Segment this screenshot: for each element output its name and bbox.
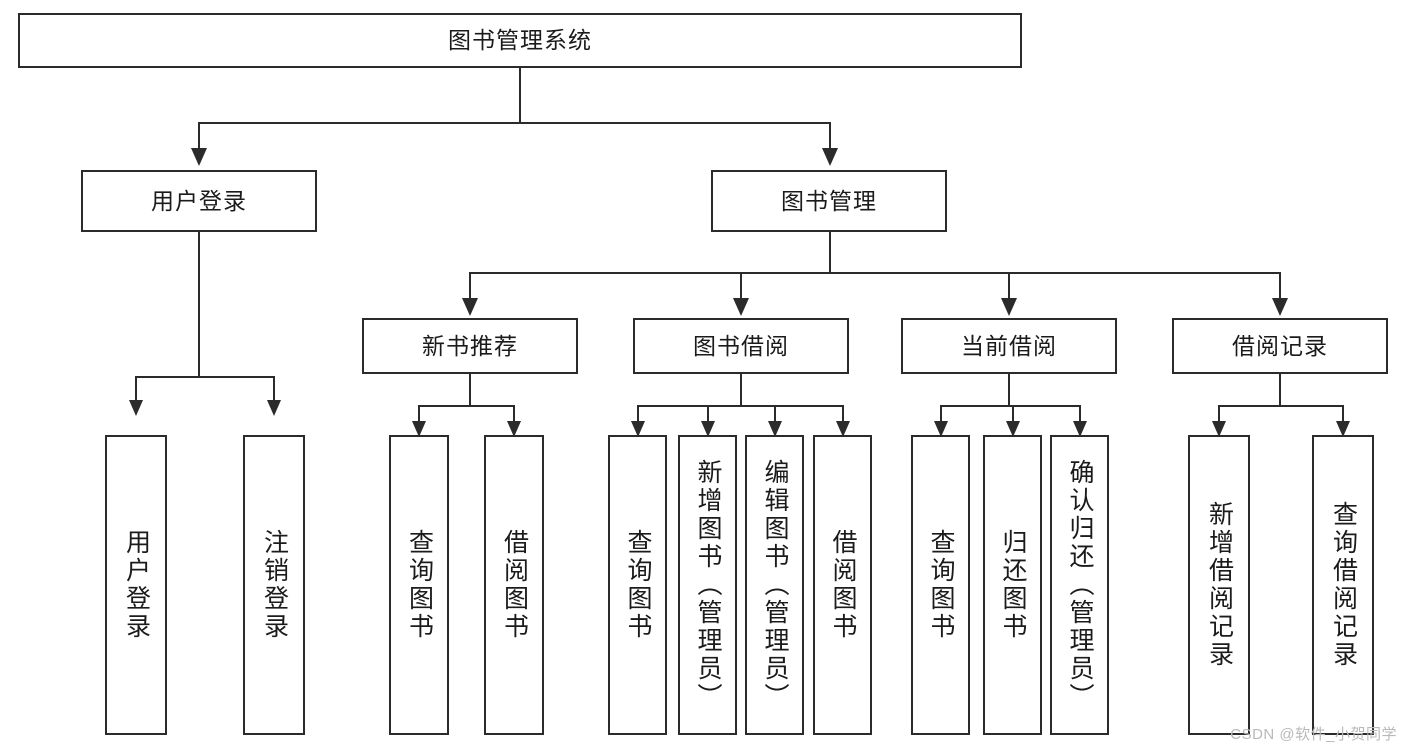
leaf-add-book-admin[interactable]: 新增图书（管理员） — [678, 435, 737, 735]
node-label: 用户登录 — [122, 529, 151, 641]
connector-drop-book-borrow — [740, 272, 742, 300]
connector-borrow-records-bus — [1218, 405, 1343, 407]
arrowhead-leaf-edit-book — [768, 421, 782, 437]
connector-new-book-rec-trunk — [469, 374, 471, 405]
node-label: 借阅图书 — [829, 529, 857, 641]
node-label: 借阅记录 — [1232, 332, 1328, 359]
arrowhead-leaf-query-record — [1336, 421, 1350, 437]
node-label: 注销登录 — [260, 529, 289, 641]
arrowhead-current-borrow — [1001, 298, 1017, 316]
connector-drop-borrow-records — [1279, 272, 1281, 300]
leaf-query-book-current[interactable]: 查询图书 — [911, 435, 970, 735]
connector-book-management-trunk — [829, 232, 831, 272]
connector-book-borrow-trunk — [740, 374, 742, 405]
arrowhead-leaf-borrow-book-2 — [836, 421, 850, 437]
node-label: 确认归还（管理员） — [1066, 459, 1094, 711]
node-label: 图书管理 — [781, 187, 877, 214]
arrowhead-user-login — [191, 148, 207, 166]
connector-level3-bus — [469, 272, 1280, 274]
connector-borrow-records-trunk — [1279, 374, 1281, 405]
connector-new-book-rec-bus — [418, 405, 514, 407]
node-user-login[interactable]: 用户登录 — [81, 170, 317, 232]
connector-drop-leaf-confirm-return — [1079, 405, 1081, 425]
connector-drop-user-login — [198, 122, 200, 150]
node-label: 新书推荐 — [422, 332, 518, 359]
connector-user-login-trunk — [198, 232, 200, 376]
connector-drop-leaf-query-book-3 — [940, 405, 942, 425]
leaf-return-book[interactable]: 归还图书 — [983, 435, 1042, 735]
node-label: 当前借阅 — [961, 332, 1057, 359]
arrowhead-leaf-confirm-return — [1073, 421, 1087, 437]
node-label: 查询图书 — [624, 529, 652, 641]
leaf-add-borrow-record[interactable]: 新增借阅记录 — [1188, 435, 1250, 735]
node-label: 图书管理系统 — [448, 27, 592, 54]
arrowhead-book-management — [822, 148, 838, 166]
leaf-borrow-book-borrowing[interactable]: 借阅图书 — [813, 435, 872, 735]
node-current-borrowing[interactable]: 当前借阅 — [901, 318, 1117, 374]
connector-current-borrow-bus — [940, 405, 1080, 407]
connector-root-trunk — [519, 68, 521, 122]
connector-drop-leaf-borrow-book-2 — [842, 405, 844, 425]
arrowhead-leaf-query-book-2 — [631, 421, 645, 437]
connector-current-borrow-trunk — [1008, 374, 1010, 405]
connector-drop-leaf-edit-book — [774, 405, 776, 425]
node-book-management[interactable]: 图书管理 — [711, 170, 947, 232]
arrowhead-leaf-user-login — [129, 400, 143, 416]
node-label: 新增图书（管理员） — [694, 459, 722, 711]
arrowhead-leaf-add-book — [701, 421, 715, 437]
leaf-confirm-return-admin[interactable]: 确认归还（管理员） — [1050, 435, 1109, 735]
leaf-query-book-borrowing[interactable]: 查询图书 — [608, 435, 667, 735]
connector-drop-leaf-logout — [273, 376, 275, 402]
node-label: 用户登录 — [151, 187, 247, 214]
node-label: 查询图书 — [927, 529, 955, 641]
node-label: 查询借阅记录 — [1329, 501, 1358, 669]
arrowhead-leaf-query-book-1 — [412, 421, 426, 437]
connector-level2-bus — [198, 122, 831, 124]
leaf-borrow-book-recommendation[interactable]: 借阅图书 — [484, 435, 544, 735]
arrowhead-leaf-borrow-book-1 — [507, 421, 521, 437]
connector-user-login-bus — [135, 376, 274, 378]
node-borrowing-records[interactable]: 借阅记录 — [1172, 318, 1388, 374]
arrowhead-borrow-records — [1272, 298, 1288, 316]
arrowhead-book-borrow — [733, 298, 749, 316]
connector-drop-leaf-user-login — [135, 376, 137, 402]
connector-drop-book-management — [829, 122, 831, 150]
arrowhead-leaf-return-book — [1006, 421, 1020, 437]
connector-drop-current-borrow — [1008, 272, 1010, 300]
arrowhead-leaf-logout — [267, 400, 281, 416]
connector-drop-leaf-add-record — [1218, 405, 1220, 425]
arrowhead-leaf-query-book-3 — [934, 421, 948, 437]
connector-drop-leaf-query-record — [1342, 405, 1344, 425]
connector-drop-leaf-query-book-1 — [418, 405, 420, 425]
node-new-book-recommendation[interactable]: 新书推荐 — [362, 318, 578, 374]
node-label: 图书借阅 — [693, 332, 789, 359]
leaf-edit-book-admin[interactable]: 编辑图书（管理员） — [745, 435, 804, 735]
connector-drop-leaf-query-book-2 — [637, 405, 639, 425]
connector-drop-leaf-return-book — [1012, 405, 1014, 425]
leaf-query-book-recommendation[interactable]: 查询图书 — [389, 435, 449, 735]
node-root-library-management-system[interactable]: 图书管理系统 — [18, 13, 1022, 68]
leaf-query-borrow-record[interactable]: 查询借阅记录 — [1312, 435, 1374, 735]
leaf-user-login[interactable]: 用户登录 — [105, 435, 167, 735]
connector-drop-leaf-add-book — [707, 405, 709, 425]
node-label: 查询图书 — [405, 529, 434, 641]
node-label: 编辑图书（管理员） — [761, 459, 789, 711]
node-label: 新增借阅记录 — [1205, 501, 1234, 669]
leaf-logout[interactable]: 注销登录 — [243, 435, 305, 735]
node-label: 归还图书 — [999, 529, 1027, 641]
node-label: 借阅图书 — [500, 529, 529, 641]
connector-drop-new-book-rec — [469, 272, 471, 300]
arrowhead-leaf-add-record — [1212, 421, 1226, 437]
connector-drop-leaf-borrow-book-1 — [513, 405, 515, 425]
connector-book-borrow-bus — [637, 405, 843, 407]
arrowhead-new-book-rec — [462, 298, 478, 316]
node-book-borrowing[interactable]: 图书借阅 — [633, 318, 849, 374]
